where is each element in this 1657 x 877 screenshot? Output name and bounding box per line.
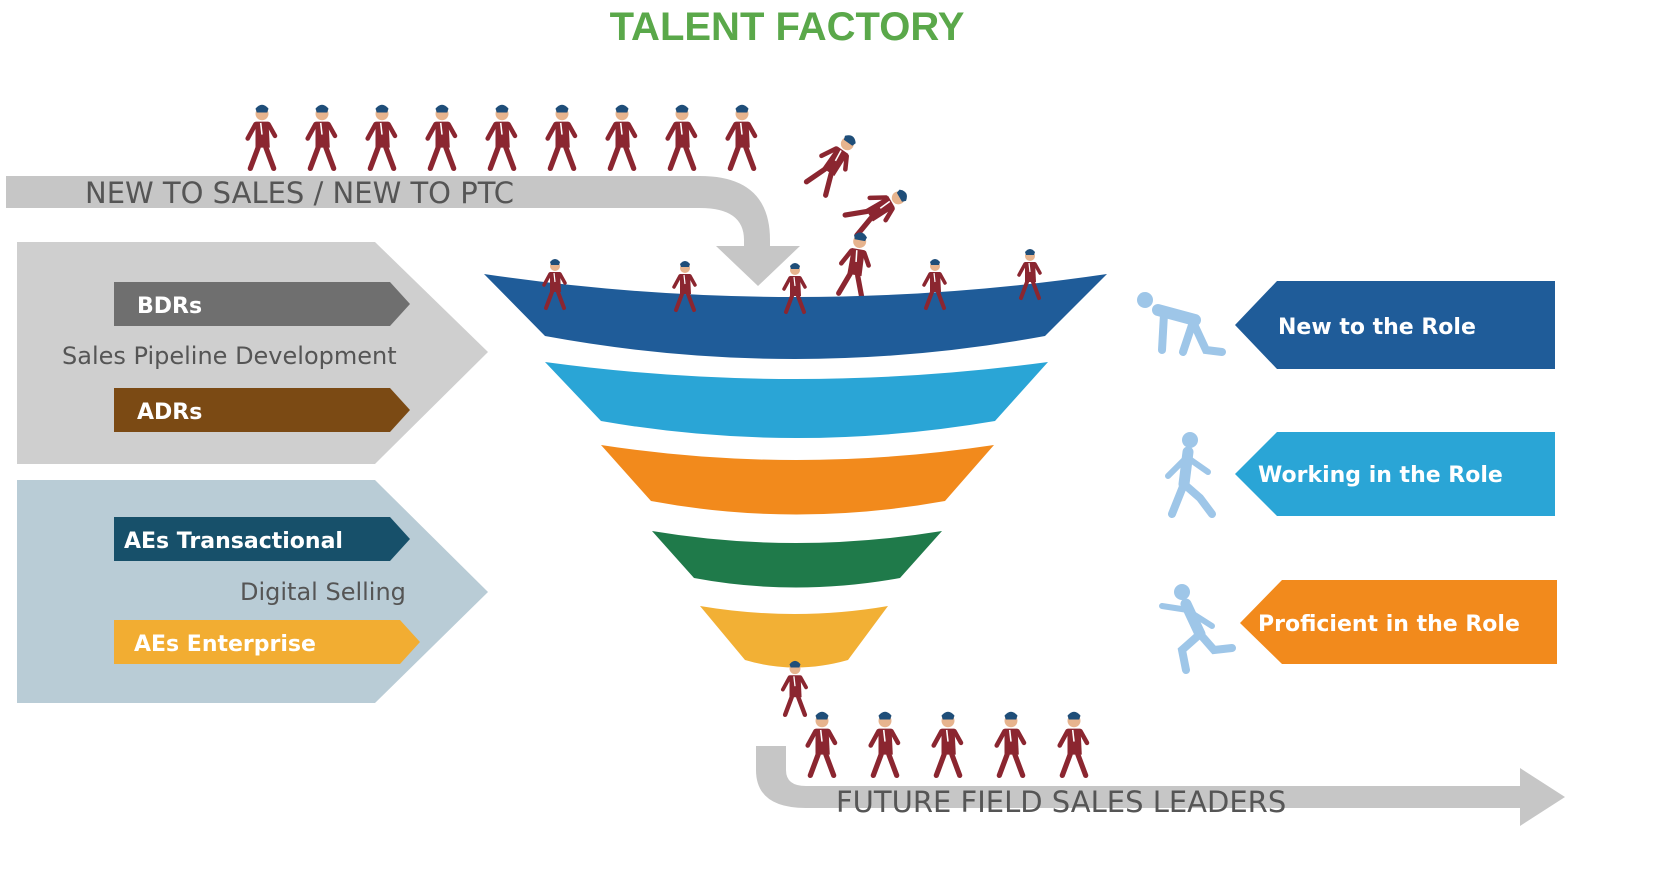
funnel [484,274,1107,668]
funnel-band-1 [484,274,1107,359]
jumping-person-icon [836,230,874,297]
output-flow-label: FUTURE FIELD SALES LEADERS [836,785,1286,819]
page-title: TALENT FACTORY [610,5,965,49]
pipeline-panel: BDRs Sales Pipeline Development ADRs [17,242,488,464]
exiting-person-icon [783,661,806,715]
jumping-person-icon [804,128,863,196]
output-people-group [808,712,1087,776]
funnel-band-3 [601,445,994,515]
intake-flow-arrow [6,176,800,286]
intake-flow-label: NEW TO SALES / NEW TO PTC [85,176,514,210]
person-icon [368,105,395,169]
person-icon [934,712,961,776]
funnel-band-5 [700,606,888,668]
pipeline-subtitle: Sales Pipeline Development [62,342,397,370]
person-icon [488,105,515,169]
aes-transactional-tag-shape [114,517,410,561]
jumping-person-icon [844,181,913,236]
stage-working: Working in the Role [1165,432,1555,518]
stage-new-banner [1235,281,1555,369]
bdr-tag-shape [114,282,410,326]
person-icon [808,712,835,776]
adr-tag-shape [114,388,410,432]
person-icon [608,105,635,169]
running-person-icon [1159,584,1236,674]
aes-enterprise-tag-shape [114,620,420,664]
stage-new-label: New to the Role [1278,315,1476,340]
stage-proficient-banner [1240,580,1557,664]
stage-proficient: Proficient in the Role [1159,580,1557,674]
adr-tag-label: ADRs [137,400,202,425]
digital-subtitle: Digital Selling [240,578,406,606]
output-flow-arrow [756,746,1565,826]
person-icon [871,712,898,776]
person-icon [548,105,575,169]
bdr-tag-label: BDRs [137,294,202,319]
digital-panel: AEs Transactional Digital Selling AEs En… [17,480,488,703]
aes-transactional-tag-label: AEs Transactional [124,529,343,554]
person-icon [308,105,335,169]
person-icon [997,712,1024,776]
stage-working-banner [1235,432,1555,516]
stage-proficient-label: Proficient in the Role [1258,612,1520,637]
person-icon [728,105,755,169]
stage-new: New to the Role [1137,281,1555,369]
funnel-band-2 [545,362,1048,438]
person-icon [248,105,275,169]
aes-enterprise-tag-label: AEs Enterprise [134,632,316,657]
walking-person-icon [1165,432,1216,518]
person-icon [1060,712,1087,776]
stumbling-person-icon [1137,292,1226,356]
funnel-band-4 [652,531,942,588]
person-icon [428,105,455,169]
person-icon [668,105,695,169]
stage-working-label: Working in the Role [1258,463,1503,488]
